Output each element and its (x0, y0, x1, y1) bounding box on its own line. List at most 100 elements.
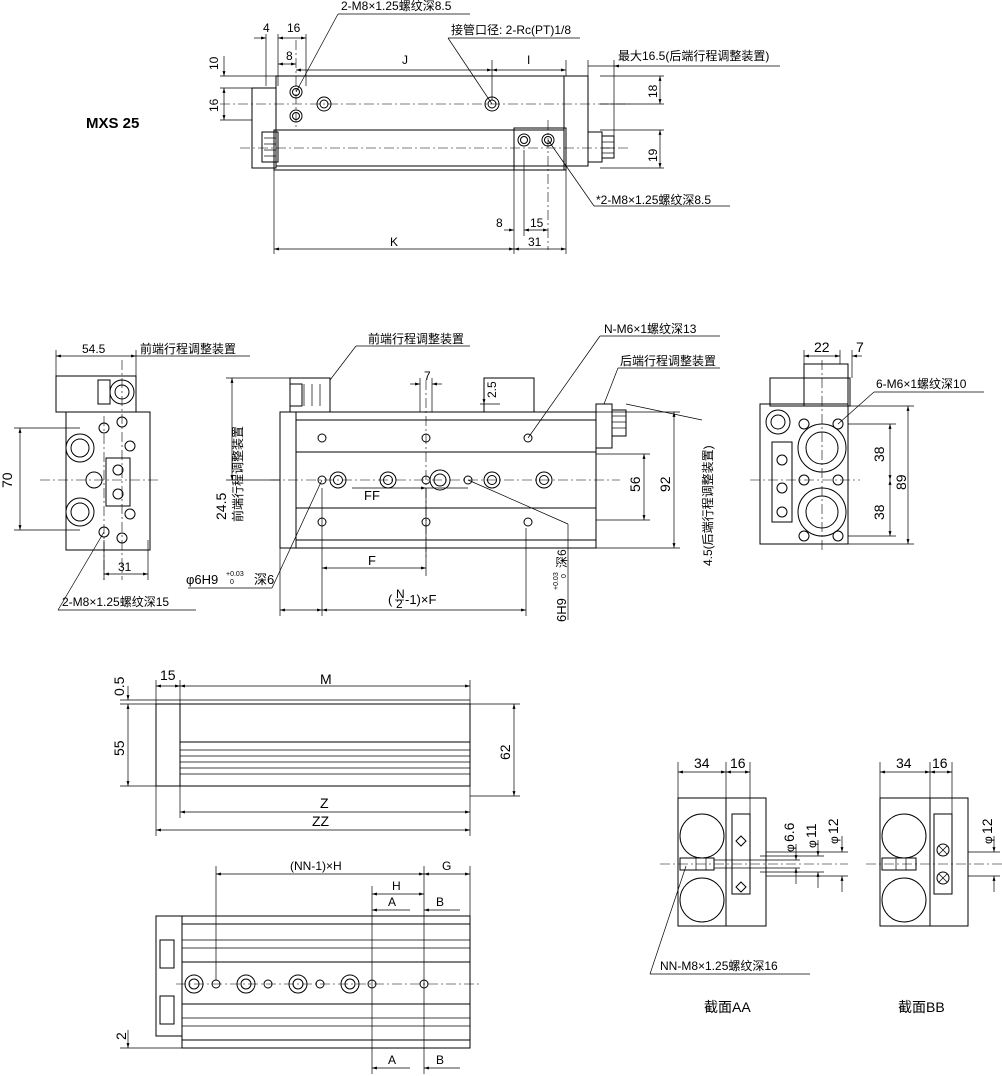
dimension-label: NN-M8×1.25螺纹深16 (660, 959, 778, 973)
dimension-label: 31 (528, 235, 542, 249)
dimension-label: ( (388, 592, 393, 607)
side-view-body (179, 741, 471, 787)
dimension-label: 最大16.5(后端行程调整装置) (618, 48, 769, 63)
dimension-label: 后端行程调整装置 (620, 353, 716, 368)
side-view-table (179, 703, 471, 743)
dimension-label: A (388, 895, 396, 909)
top-view-upper-body (275, 75, 565, 131)
dimension-label: 34 (896, 755, 912, 771)
top-view: 4 16 8 J I 最大16.5(后端行程调整装置) 10 16 18 19 (207, 0, 780, 254)
dimension-label: 6H9 (554, 598, 569, 622)
dimension-label: 8 (496, 216, 503, 230)
dimension-label: 10 (207, 56, 221, 70)
section-bb: 34 16 12 φ 截面BB (866, 755, 1002, 1015)
dimension-label: 0 (230, 579, 234, 586)
dimension-label: 前端行程调整装置 (140, 341, 236, 356)
dimension-label: 8 (286, 49, 293, 63)
dimension-label: 18 (646, 84, 660, 98)
dimension-label: 16 (207, 98, 221, 112)
dimension-label: 92 (657, 476, 673, 492)
bottom-view: (NN-1)×H G H A B A B 2 (113, 859, 480, 1074)
dimension-label: 34 (694, 755, 710, 771)
dimension-label: N (396, 587, 405, 601)
top-view-end-plate (513, 127, 567, 171)
dimension-label: 12 (979, 818, 995, 834)
dimension-label: B (436, 895, 444, 909)
model-title: MXS 25 (86, 115, 139, 132)
dimension-label: 接管口径: 2-Rc(PT)1/8 (451, 22, 571, 37)
top-view-right-block (563, 75, 589, 167)
side-view: 0.5 55 15 M 62 Z ZZ (111, 667, 520, 836)
end-view-left: 54.5 前端行程调整装置 70 31 2-M8×1.25螺纹深15 (0, 341, 250, 611)
dimension-label: 38 (871, 446, 887, 462)
dimension-label: 62 (497, 744, 513, 760)
dimension-label: 89 (893, 474, 909, 490)
dimension-label: 19 (646, 148, 660, 162)
front-view: 7 2.5 24.5 前端行程调整装置 F FF ( N 2 -1)×F 56 … (186, 322, 720, 622)
dimension-label: N-M6×1螺纹深13 (604, 322, 697, 336)
dimension-label: H (392, 879, 401, 893)
dimension-label: 16 (932, 755, 948, 771)
dimension-label: 31 (118, 560, 132, 574)
dimension-label: M (320, 671, 332, 687)
dimension-label: φ (981, 836, 995, 844)
dimension-label: A (388, 1053, 396, 1067)
top-view-lower-body (273, 129, 565, 171)
dimension-label: φ (827, 836, 841, 844)
dimension-label: 2-M8×1.25螺纹深15 (62, 595, 169, 609)
dimension-label: I (527, 53, 530, 67)
dimension-label: 前端行程调整装置 (368, 331, 464, 346)
dimension-label: 2 (396, 597, 403, 611)
dimension-label: 0.5 (111, 676, 127, 696)
dimension-label: 4.5(后端行程调整装置) (700, 445, 715, 566)
dimension-label: φ6H9 (186, 572, 218, 587)
dimension-label: 6-M6×1螺纹深10 (876, 377, 967, 391)
dimension-label: 0 (561, 574, 568, 578)
dimension-label: 2-M8×1.25螺纹深8.5 (341, 0, 452, 13)
dimension-label: 38 (871, 504, 887, 520)
dimension-label: 7 (424, 369, 431, 383)
dimension-label: +0.03 (226, 571, 244, 578)
dimension-label: 深6 (254, 572, 274, 587)
dimension-label: 深6 (555, 549, 569, 568)
dimension-label: 54.5 (82, 342, 106, 356)
dimension-label: φ (805, 840, 819, 848)
dimension-label: 7 (856, 339, 864, 355)
dimension-label: 前端行程调整装置 (230, 426, 245, 522)
dimension-label: FF (364, 488, 380, 503)
dimension-label: 55 (111, 740, 127, 756)
dimension-label: 6.6 (781, 822, 797, 842)
dimension-label: φ (783, 844, 797, 852)
dimension-label: 56 (627, 476, 643, 492)
right-view-body (759, 403, 849, 545)
dimension-label: 2.5 (485, 381, 499, 398)
dimension-label: 22 (814, 339, 830, 355)
dimension-label: B (436, 1053, 444, 1067)
dimension-label: -1)×F (405, 592, 436, 607)
dimension-label: 15 (530, 216, 544, 230)
dimension-label: 16 (287, 21, 301, 35)
dimension-label: 24.5 (213, 493, 229, 520)
dimension-label: 截面BB (898, 999, 945, 1015)
dimension-label: 截面AA (704, 999, 751, 1015)
dimension-label: *2-M8×1.25螺纹深8.5 (596, 193, 711, 207)
dimension-label: 16 (730, 755, 746, 771)
bottom-view-body (181, 915, 471, 1049)
dimension-label: ZZ (312, 813, 330, 829)
dimension-label: G (442, 859, 451, 873)
dimension-label: K (390, 235, 398, 249)
dimension-label: J (402, 53, 408, 67)
dimension-label: +0.03 (553, 572, 560, 590)
dimension-label: Z (320, 795, 329, 811)
end-view-right: 22 7 6-M6×1螺纹深10 38 38 89 (750, 339, 984, 552)
dimension-label: 4 (263, 21, 270, 35)
dimension-label: 11 (803, 823, 819, 838)
section-aa: 34 16 6.6 φ 11 φ 12 φ NN-M8×1.25螺纹深16 截面… (649, 755, 848, 1015)
dimension-label: 70 (0, 472, 15, 488)
dimension-label: F (368, 553, 376, 568)
dimension-label: 12 (825, 818, 841, 834)
dimension-label: 15 (160, 667, 176, 683)
dimension-label: 2 (113, 1032, 129, 1040)
dimension-label: (NN-1)×H (290, 859, 342, 873)
